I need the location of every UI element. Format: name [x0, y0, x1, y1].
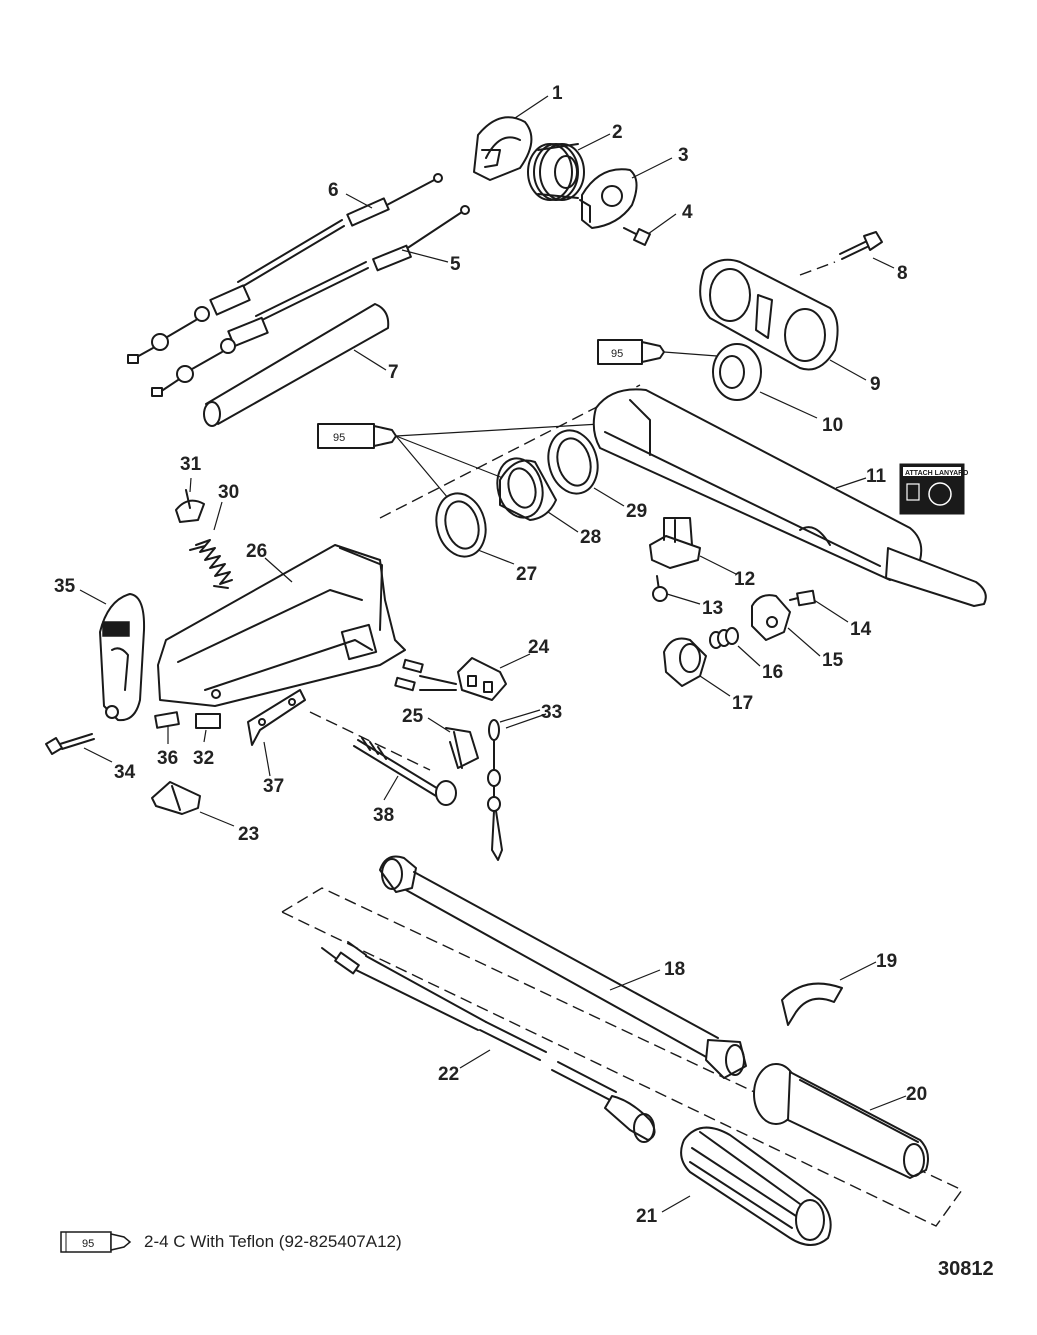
callout-8: 8 [897, 263, 908, 284]
callout-36: 36 [157, 748, 178, 769]
callout-2: 2 [612, 122, 623, 143]
callout-17: 17 [732, 693, 753, 714]
part-fitting-14 [789, 589, 816, 607]
callout-35: 35 [54, 576, 76, 597]
part-throttle-housing [473, 116, 533, 181]
part-spring-30 [189, 539, 233, 589]
part-bushing-19 [781, 982, 843, 1026]
part-bolt-8 [839, 231, 883, 260]
legend-description: 2-4 C With Teflon (92-825407A12) [144, 1232, 402, 1251]
callout-1: 1 [552, 83, 563, 104]
callout-27: 27 [516, 564, 537, 585]
part-stop-block [751, 594, 791, 641]
callout-21: 21 [636, 1206, 658, 1227]
callout-13: 13 [702, 598, 723, 619]
callout-38: 38 [373, 805, 394, 826]
callout-4: 4 [682, 202, 693, 223]
callout-9: 9 [870, 374, 881, 395]
callout-25: 25 [402, 706, 424, 727]
part-bolt-38 [353, 737, 457, 806]
part-stop-switch [394, 657, 507, 701]
part-friction-knob [663, 637, 707, 687]
attach-lanyard-decal: ATTACH LANYARD [899, 463, 968, 515]
callout-18: 18 [664, 959, 685, 980]
part-spring-16 [709, 627, 739, 649]
part-cable-sleeve [203, 303, 390, 427]
callout-14: 14 [850, 619, 872, 640]
callout-20: 20 [906, 1084, 927, 1105]
sealant-tube-upper: 95 [597, 339, 718, 365]
callout-30: 30 [218, 482, 239, 503]
callout-28: 28 [580, 527, 601, 548]
legend-code: 95 [82, 1238, 94, 1250]
part-lanyard [487, 719, 503, 861]
part-bushing-28 [496, 457, 557, 521]
part-lever-35 [99, 593, 146, 722]
part-bushing-10 [712, 343, 762, 401]
part-clip-23 [151, 781, 201, 815]
sealant-code-label: 95 [611, 348, 623, 360]
part-wire-harness [321, 941, 656, 1143]
callout-37: 37 [263, 776, 284, 797]
part-grip-sleeve [753, 1063, 929, 1179]
sealant-tube-lower: 95 [317, 423, 601, 499]
part-throttle-cable-5 [151, 205, 470, 397]
callout-labels: 1 2 3 4 5 6 7 8 9 10 11 12 13 14 15 16 1… [54, 83, 927, 1227]
part-clip-31 [175, 489, 205, 523]
callout-15: 15 [822, 650, 844, 671]
callout-7: 7 [388, 362, 399, 383]
part-pin-36 [154, 711, 180, 729]
callout-24: 24 [528, 637, 550, 658]
sealant-legend: 95 2-4 C With Teflon (92-825407A12) [60, 1228, 402, 1256]
sealant-code-label-2: 95 [333, 432, 345, 444]
part-cam-plate [579, 168, 638, 229]
part-pad-32 [195, 713, 221, 729]
sealant-tube-icon: 95 [60, 1231, 132, 1253]
callout-26: 26 [246, 541, 267, 562]
part-throttle-shaft [379, 855, 747, 1079]
part-screw-13 [652, 575, 668, 602]
callout-10: 10 [822, 415, 843, 436]
callout-12: 12 [734, 569, 755, 590]
part-shift-cable-6 [127, 173, 443, 364]
callout-11: 11 [866, 466, 887, 487]
part-friction-spool [527, 143, 585, 201]
part-seal-29 [547, 429, 599, 495]
callout-3: 3 [678, 145, 689, 166]
part-clip-25 [445, 727, 479, 769]
part-tiller-bracket [157, 544, 406, 707]
callout-5: 5 [450, 254, 461, 275]
part-handle-grip [680, 1126, 832, 1246]
callout-33: 33 [541, 702, 562, 723]
part-bolt-34 [45, 733, 95, 755]
callout-19: 19 [876, 951, 897, 972]
part-plate-37 [247, 689, 306, 746]
part-cover-plate [699, 258, 839, 371]
callout-22: 22 [438, 1064, 459, 1085]
part-bracket-12 [649, 517, 701, 569]
figure-number: 30812 [938, 1258, 994, 1280]
part-seal-27 [435, 492, 487, 558]
callout-16: 16 [762, 662, 783, 683]
callout-29: 29 [626, 501, 647, 522]
callout-23: 23 [238, 824, 259, 845]
decal-label: ATTACH LANYARD [905, 470, 968, 477]
callout-31: 31 [180, 454, 202, 475]
callout-6: 6 [328, 180, 339, 201]
callout-34: 34 [114, 762, 136, 783]
part-tiller-arm [592, 388, 987, 607]
part-screw-4 [623, 227, 651, 246]
leader-lines [79, 95, 907, 1213]
callout-32: 32 [193, 748, 214, 769]
